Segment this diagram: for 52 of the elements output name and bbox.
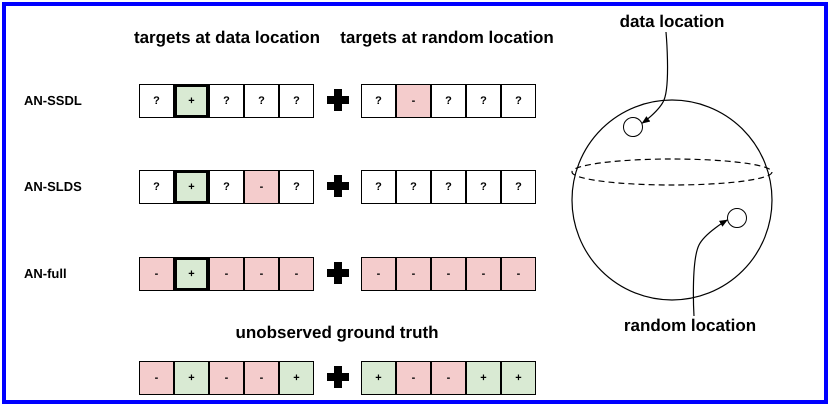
label-cell: + bbox=[174, 361, 209, 395]
label-cell: ? bbox=[361, 170, 396, 204]
label-cell: ? bbox=[501, 84, 536, 118]
label-cell: + bbox=[174, 257, 209, 291]
label-cell: - bbox=[396, 84, 431, 118]
label-cell: ? bbox=[279, 170, 314, 204]
label-cell: + bbox=[466, 361, 501, 395]
label-cell: - bbox=[209, 257, 244, 291]
label-cell: - bbox=[209, 361, 244, 395]
label-cell: - bbox=[396, 257, 431, 291]
label-cell: ? bbox=[209, 84, 244, 118]
label-cell: ? bbox=[139, 84, 174, 118]
label-cell: ? bbox=[396, 170, 431, 204]
point-marker bbox=[623, 117, 643, 137]
label-cell: ? bbox=[209, 170, 244, 204]
point-marker bbox=[727, 208, 747, 228]
label-cell: ? bbox=[361, 84, 396, 118]
label-cell: ? bbox=[431, 84, 466, 118]
column-heading: targets at random location bbox=[339, 27, 555, 48]
label-cell: - bbox=[431, 257, 466, 291]
label-cell: ? bbox=[139, 170, 174, 204]
label-cell: - bbox=[139, 257, 174, 291]
label-cell: - bbox=[361, 257, 396, 291]
label-cell: ? bbox=[501, 170, 536, 204]
location-label: random location bbox=[624, 316, 756, 336]
arrow bbox=[642, 32, 668, 124]
row-label: AN-SLDS bbox=[24, 179, 82, 194]
label-cell: - bbox=[244, 170, 279, 204]
label-cell: ? bbox=[466, 170, 501, 204]
label-cell: - bbox=[431, 361, 466, 395]
label-cell: ? bbox=[431, 170, 466, 204]
label-cell: - bbox=[244, 361, 279, 395]
label-cell: - bbox=[139, 361, 174, 395]
label-cell: + bbox=[501, 361, 536, 395]
label-cell: - bbox=[244, 257, 279, 291]
label-cell: - bbox=[501, 257, 536, 291]
label-cell: - bbox=[396, 361, 431, 395]
label-cell: ? bbox=[279, 84, 314, 118]
row-label: AN-full bbox=[24, 266, 67, 281]
label-cell: ? bbox=[466, 84, 501, 118]
label-cell: ? bbox=[244, 84, 279, 118]
label-cell: - bbox=[279, 257, 314, 291]
column-heading: targets at data location bbox=[132, 27, 322, 48]
label-cell: + bbox=[174, 84, 209, 118]
label-cell: + bbox=[361, 361, 396, 395]
row-label: AN-SSDL bbox=[24, 93, 82, 108]
label-cell: - bbox=[466, 257, 501, 291]
label-cell: + bbox=[279, 361, 314, 395]
column-heading: unobserved ground truth bbox=[234, 322, 440, 343]
location-label: data location bbox=[620, 12, 724, 32]
label-cell: + bbox=[174, 170, 209, 204]
arrow bbox=[692, 220, 728, 316]
